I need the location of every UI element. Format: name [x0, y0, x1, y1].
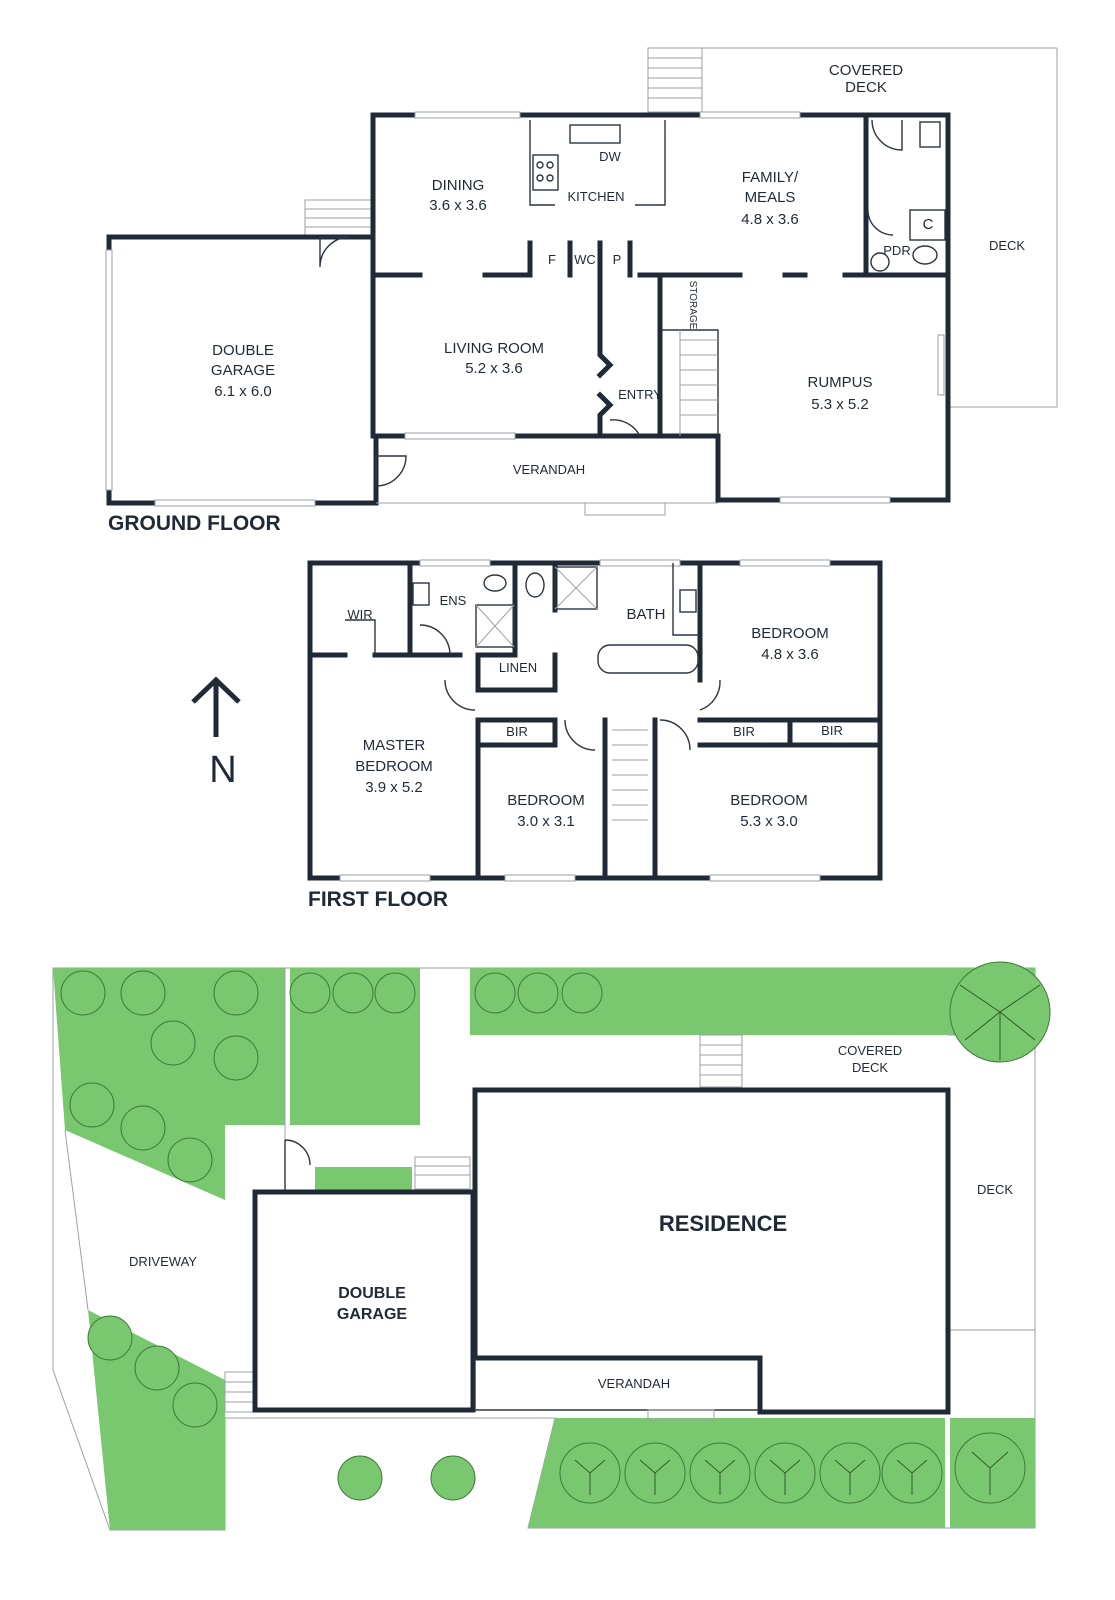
- kitchen-label: KITCHEN: [567, 189, 624, 204]
- bir-center-label: BIR: [506, 724, 528, 739]
- bir-far-right-label: BIR: [821, 723, 843, 738]
- svg-text:3.9 x 5.2: 3.9 x 5.2: [365, 779, 423, 796]
- svg-text:DECK: DECK: [852, 1060, 888, 1075]
- toilet-icon: [912, 245, 938, 265]
- svg-text:4.8 x 3.6: 4.8 x 3.6: [741, 211, 799, 228]
- interior-stairs: [679, 330, 718, 436]
- driveway-label: DRIVEWAY: [129, 1254, 197, 1269]
- north-label: N: [209, 749, 236, 791]
- bedroom-ne-label: BEDROOM: [751, 625, 829, 642]
- pantry-label: P: [613, 252, 622, 267]
- residence-outline: [472, 1087, 951, 1415]
- family-meals-label: FAMILY/: [742, 169, 799, 186]
- cooktop-icon: [532, 154, 559, 191]
- svg-text:6.1 x 6.0: 6.1 x 6.0: [214, 383, 272, 400]
- dishwasher-label: DW: [599, 149, 621, 164]
- svg-text:5.2 x 3.6: 5.2 x 3.6: [465, 360, 523, 377]
- fridge-label: F: [548, 252, 556, 267]
- ensuite-label: ENS: [440, 593, 467, 608]
- bedroom-center-label: BEDROOM: [507, 792, 585, 809]
- svg-text:GARAGE: GARAGE: [337, 1306, 408, 1323]
- bath-label: BATH: [627, 606, 666, 623]
- svg-text:5.3 x 5.2: 5.3 x 5.2: [811, 396, 869, 413]
- linen-label: LINEN: [499, 660, 537, 675]
- svg-text:BEDROOM: BEDROOM: [355, 758, 433, 775]
- site-plan: COVERED DECK DECK RESIDENCE DRIVEWAY DOU…: [52, 961, 1051, 1531]
- svg-text:3.6 x 3.6: 3.6 x 3.6: [429, 197, 487, 214]
- ground-floor-title: GROUND FLOOR: [108, 512, 281, 535]
- site-garage-label: DOUBLE: [338, 1285, 406, 1302]
- wir-label: WIR: [347, 607, 372, 622]
- entry-label: ENTRY: [618, 387, 662, 402]
- cupboard-label: C: [923, 216, 934, 233]
- first-floor-stairs: [612, 729, 648, 821]
- site-verandah-label: VERANDAH: [598, 1376, 670, 1391]
- bathtub-icon: [597, 644, 699, 674]
- svg-text:MEALS: MEALS: [745, 189, 796, 206]
- deck-outline: [648, 47, 1058, 408]
- first-floor-title: FIRST FLOOR: [308, 888, 448, 911]
- site-covered-deck-label: COVERED: [838, 1043, 902, 1058]
- residence-label: RESIDENCE: [659, 1211, 787, 1236]
- garage-door-swing: [319, 236, 351, 268]
- rumpus-label: RUMPUS: [807, 374, 872, 391]
- svg-text:3.0 x 3.1: 3.0 x 3.1: [517, 813, 575, 830]
- first-floor-plan: WIR ENS BATH LINEN BEDROOM 4.8 x 3.6 MAS…: [307, 559, 883, 911]
- dining-label: DINING: [432, 177, 485, 194]
- pdr-label: PDR: [883, 243, 910, 258]
- site-deck-label: DECK: [977, 1182, 1013, 1197]
- garage-outline: [252, 1189, 476, 1413]
- covered-deck-label: COVERED: [829, 62, 903, 79]
- deck-stairs: [647, 47, 703, 113]
- master-bedroom-label: MASTER: [363, 737, 426, 754]
- sink-icon: [569, 124, 621, 144]
- wc-label: WC: [574, 252, 596, 267]
- bedroom-se-label: BEDROOM: [730, 792, 808, 809]
- deck-label: DECK: [989, 238, 1025, 253]
- living-room-label: LIVING ROOM: [444, 340, 544, 357]
- svg-text:GARAGE: GARAGE: [211, 362, 275, 379]
- north-compass: N: [191, 676, 241, 791]
- double-garage-label: DOUBLE: [212, 342, 274, 359]
- svg-text:5.3 x 3.0: 5.3 x 3.0: [740, 813, 798, 830]
- ground-floor-plan: COVERED DECK DINING 3.6 x 3.6 KITCHEN DW…: [105, 47, 1058, 535]
- garage-stairs: [304, 199, 374, 237]
- svg-text:4.8 x 3.6: 4.8 x 3.6: [761, 646, 819, 663]
- storage-label: STORAGE: [687, 281, 698, 330]
- bir-right-label: BIR: [733, 724, 755, 739]
- svg-text:DECK: DECK: [845, 79, 887, 96]
- toilet-icon: [525, 572, 545, 598]
- shower-icon: [554, 566, 598, 610]
- verandah-label: VERANDAH: [513, 462, 585, 477]
